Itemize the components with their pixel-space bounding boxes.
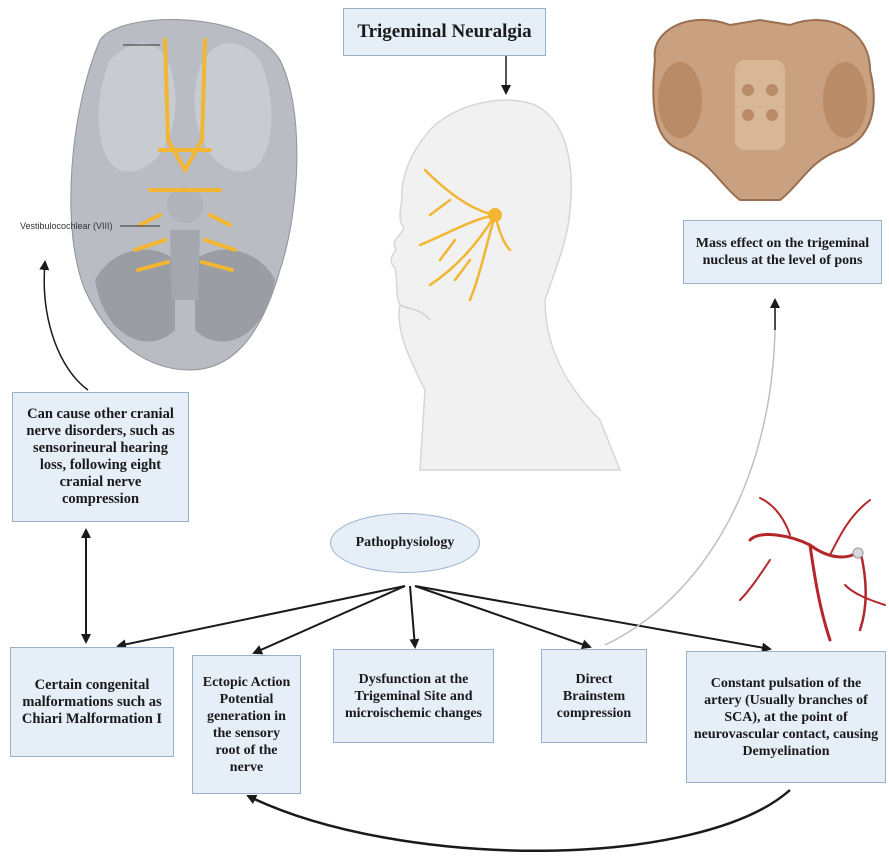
brain-illustration	[71, 20, 297, 370]
ectopic-box: Ectopic Action Potential generation in t…	[192, 655, 301, 794]
dysfunction-box: Dysfunction at the Trigeminal Site and m…	[333, 649, 494, 743]
chiari-box: Certain congenital malformations such as…	[10, 647, 174, 757]
head-illustration	[391, 100, 620, 470]
title-box: Trigeminal Neuralgia	[343, 8, 546, 56]
cranial-disorders-box: Can cause other cranial nerve disorders,…	[12, 392, 189, 522]
direct-compression-box: Direct Brainstem compression	[541, 649, 647, 743]
vestibulocochlear-label: Vestibulocochlear (VIII)	[20, 221, 113, 231]
mass-effect-box: Mass effect on the trigeminal nucleus at…	[683, 220, 882, 284]
pulsation-box: Constant pulsation of the artery (Usuall…	[686, 651, 886, 783]
artery-illustration	[740, 498, 885, 640]
pons-illustration	[653, 20, 873, 200]
pathophysiology-node: Pathophysiology	[330, 513, 480, 573]
